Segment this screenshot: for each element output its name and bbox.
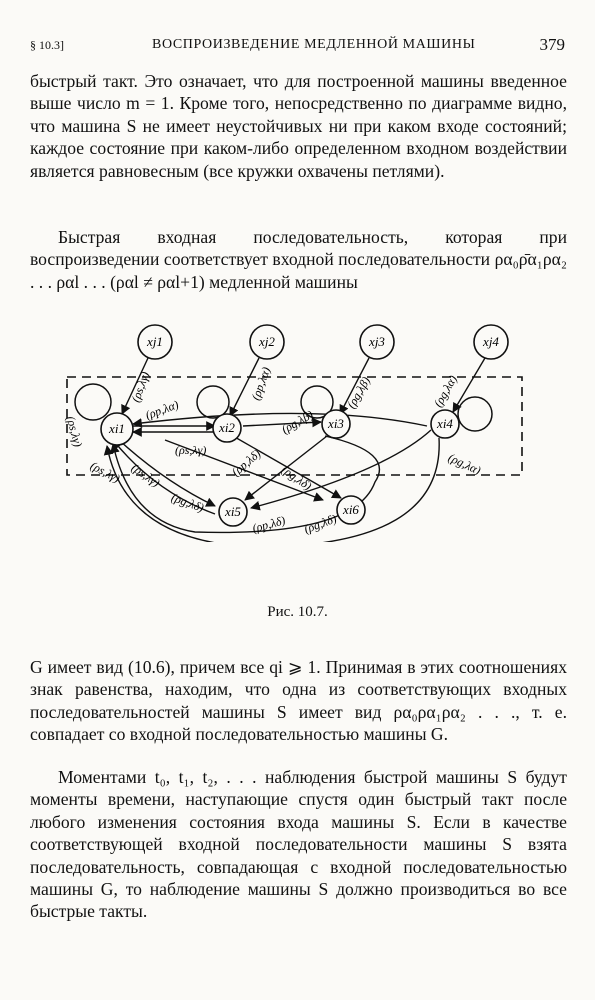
edge-label: (ρg,λβ) — [279, 407, 315, 436]
svg-text:xj2: xj2 — [258, 334, 275, 349]
edge-label: (ρs,λγ) — [88, 458, 122, 485]
input-node: xj2 — [249, 324, 285, 360]
edge-label: (ρg,λδ) — [170, 490, 206, 515]
state-node: xi1 — [100, 412, 134, 446]
state-node: xi6 — [336, 495, 366, 525]
svg-text:xi3: xi3 — [327, 416, 344, 431]
edge-label: (ρs,λγ) — [129, 460, 163, 489]
svg-text:xi6: xi6 — [342, 502, 359, 517]
input-node: xj1 — [137, 324, 173, 360]
state-node: xi5 — [218, 497, 248, 527]
state-node: xi2 — [212, 413, 242, 443]
svg-text:xi5: xi5 — [224, 504, 241, 519]
svg-text:xi1: xi1 — [108, 421, 125, 436]
edge-label: (ρg,λβ) — [344, 374, 373, 410]
paragraph-1: быстрый такт. Это означает, что для пост… — [30, 71, 567, 181]
running-header: § 10.3] ВОСПРОИЗВЕДЕНИЕ МЕДЛЕННОЙ МАШИНЫ… — [30, 34, 567, 56]
paragraph-4: Моментами t₀, t₁, t₂, . . . наблюдения б… — [30, 767, 567, 922]
edge-label: (ρp,λδ) — [229, 447, 264, 479]
running-title: ВОСПРОИЗВЕДЕНИЕ МЕДЛЕННОЙ МАШИНЫ — [152, 37, 476, 52]
input-node: xj4 — [473, 324, 509, 360]
input-node: xj3 — [359, 324, 395, 360]
edge-label: (ρp,λδ) — [251, 513, 287, 535]
svg-text:xi2: xi2 — [218, 420, 235, 435]
edge-label: (ρg,λα) — [431, 373, 460, 410]
edge-label: (ρp,λα) — [143, 397, 180, 422]
state-node: xi4 — [430, 409, 460, 439]
svg-text:xj1: xj1 — [146, 334, 163, 349]
edge-label: (ρg,λα) — [446, 450, 483, 477]
figure-caption: Рис. 10.7. — [267, 604, 328, 620]
svg-text:xi4: xi4 — [436, 416, 453, 431]
section-number: § 10.3] — [30, 38, 64, 52]
page-number: 379 — [539, 35, 566, 54]
svg-text:xj4: xj4 — [482, 334, 499, 349]
edge-label: (ρg,λδ) — [279, 462, 314, 493]
paragraph-3: G имеет вид (10.6), причем все qi ⩾ 1. П… — [30, 657, 567, 745]
machine-boundary — [66, 376, 523, 476]
state-node: xi3 — [321, 409, 351, 439]
state-diagram: xj1 xj2 xj3 xj4 — [64, 324, 523, 542]
edge-label: (ρs,λγ) — [128, 370, 152, 404]
paragraph-2: Быстрая входная последовательность, кото… — [30, 227, 567, 292]
edge-label: (ρg,λδ) — [302, 511, 338, 536]
svg-text:xj3: xj3 — [368, 334, 385, 349]
edge-label: (ρs,λγ) — [175, 443, 206, 457]
